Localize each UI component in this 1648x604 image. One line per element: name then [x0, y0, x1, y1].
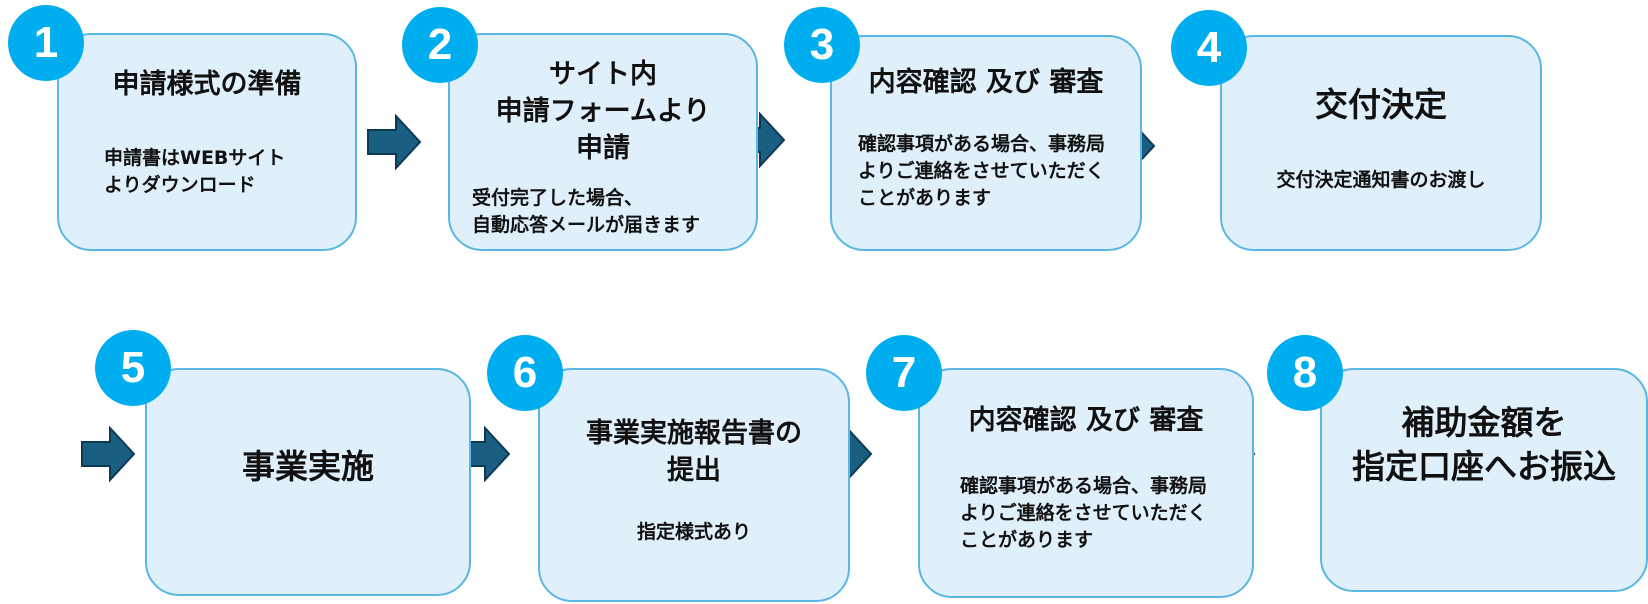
step-title: 内容確認 及び 審査: [968, 405, 1204, 436]
step-number-badge: 8: [1267, 335, 1343, 411]
step-number-badge: 4: [1171, 10, 1247, 86]
right-arrow-icon: [367, 114, 422, 170]
step-desc: 指定様式あり: [636, 520, 751, 543]
step-number-badge: 5: [95, 330, 171, 406]
step-desc: 確認事項がある場合、事務局 よりご連絡をさせていただく ことがあります: [960, 475, 1208, 551]
step-box-4: 交付決定 交付決定通知書のお渡し: [1220, 35, 1542, 251]
step-title: 事業実施: [242, 447, 374, 486]
step-desc: 交付決定通知書のお渡し: [1276, 168, 1486, 191]
step-number-badge: 3: [784, 7, 860, 83]
right-arrow-icon: [81, 426, 136, 482]
step-desc: 申請書はWEBサイト よりダウンロード: [104, 146, 286, 196]
step-box-6: 事業実施報告書の 提出 指定様式あり: [538, 368, 850, 602]
step-number-badge: 7: [866, 335, 942, 411]
step-title: 事業実施報告書の 提出: [586, 417, 802, 486]
step-number-badge: 2: [402, 7, 478, 83]
step-title: 内容確認 及び 審査: [868, 67, 1104, 98]
step-desc: 確認事項がある場合、事務局 よりご連絡をさせていただく ことがあります: [858, 133, 1106, 209]
step-title: 交付決定: [1315, 84, 1447, 124]
step-box-3: 内容確認 及び 審査 確認事項がある場合、事務局 よりご連絡をさせていただく こ…: [830, 35, 1142, 251]
step-title: サイト内 申請フォームより 申請: [495, 58, 711, 164]
step-box-1: 申請様式の準備 申請書はWEBサイト よりダウンロード: [57, 33, 357, 251]
step-box-5: 事業実施: [145, 368, 471, 596]
step-box-7: 内容確認 及び 審査 確認事項がある場合、事務局 よりご連絡をさせていただく こ…: [918, 368, 1254, 598]
step-box-8: 補助金額を 指定口座へお振込: [1320, 368, 1648, 592]
step-number-badge: 6: [487, 335, 563, 411]
step-title: 補助金額を 指定口座へお振込: [1352, 403, 1616, 486]
step-title: 申請様式の準備: [112, 68, 302, 100]
step-number-badge: 1: [8, 5, 84, 81]
step-desc: 受付完了した場合、 自動応答メールが届きます: [472, 186, 701, 236]
step-box-2: サイト内 申請フォームより 申請 受付完了した場合、 自動応答メールが届きます: [448, 33, 758, 251]
